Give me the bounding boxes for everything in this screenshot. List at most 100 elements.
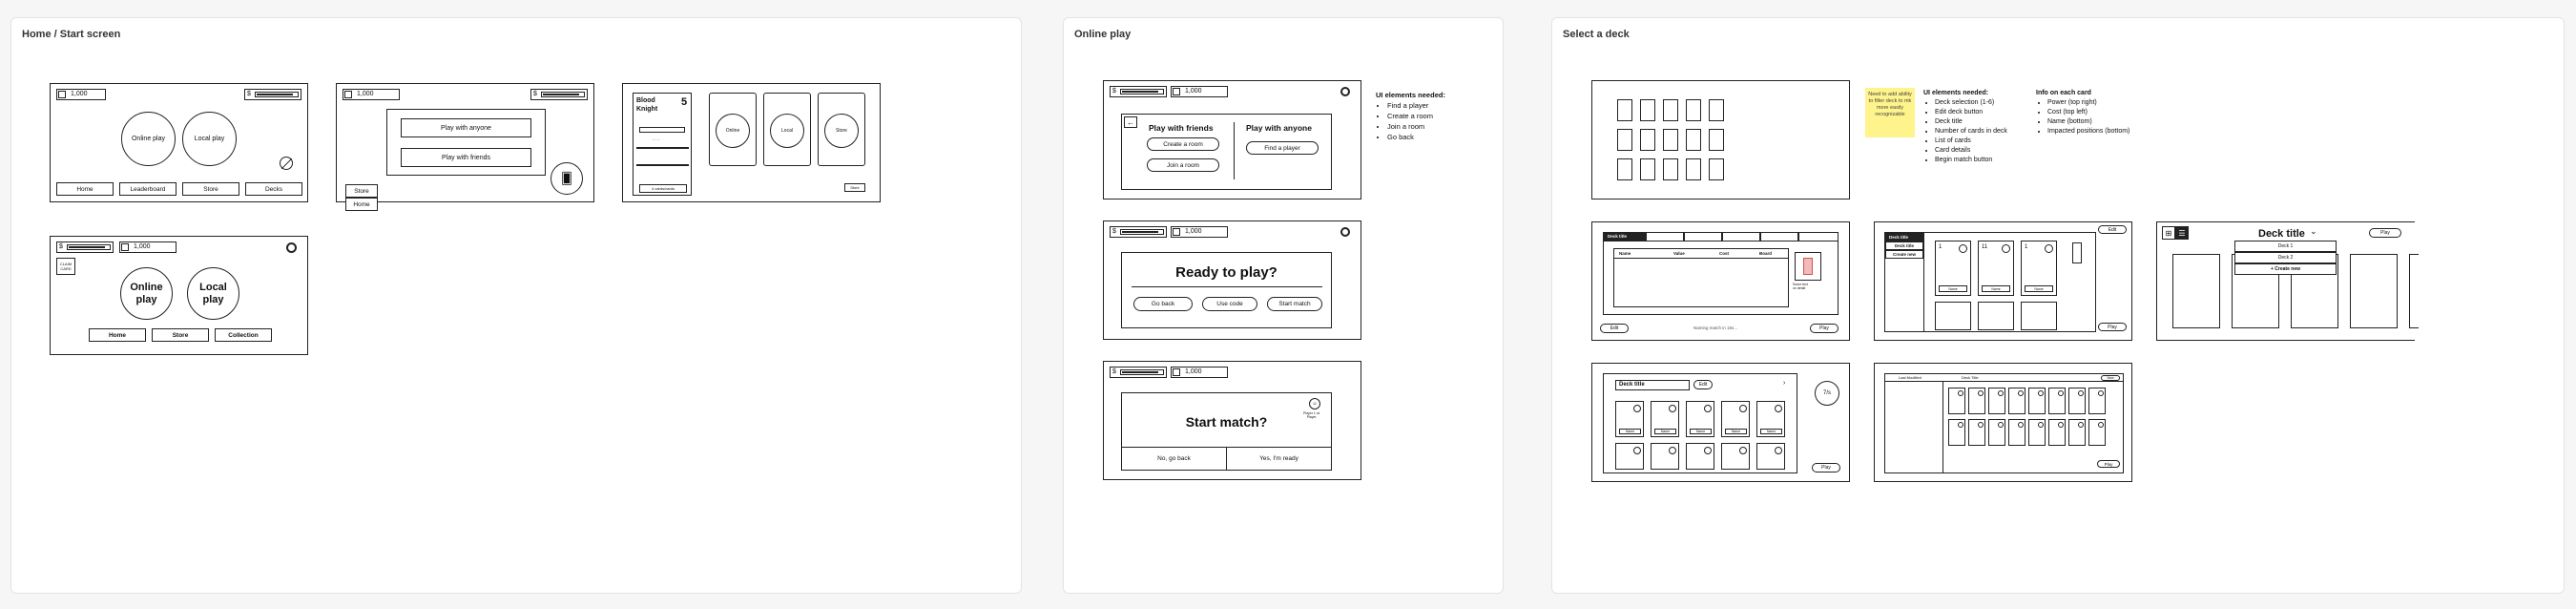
no-go-back-button[interactable]: No, go back [1121,447,1227,471]
edit-button[interactable]: Edit [2098,225,2127,234]
card[interactable] [1686,443,1714,470]
find-player-button[interactable]: Find a player [1246,141,1319,155]
nav-collection[interactable]: Collection [215,328,272,342]
store-button[interactable]: Store [824,114,859,148]
local-card[interactable]: Local [763,93,811,166]
card[interactable]: Name [1651,401,1679,437]
local-button[interactable]: Local [770,114,804,148]
no-entry-icon[interactable] [280,157,293,170]
card-slot[interactable] [1617,99,1632,121]
card-slot[interactable] [1663,158,1678,180]
card[interactable] [1988,388,2005,414]
card-slot[interactable] [1663,99,1678,121]
card[interactable] [1948,388,1965,414]
deck-tab[interactable] [1684,232,1722,242]
edit-button[interactable]: Edit [1693,380,1713,389]
card-slot[interactable] [1617,129,1632,151]
card-slot[interactable] [1640,158,1655,180]
dropdown-option[interactable]: Deck 1 [2234,241,2337,252]
chevron-down-icon[interactable]: ⌄ [2310,226,2317,236]
settings-icon[interactable] [1340,87,1350,96]
card[interactable] [2048,388,2066,414]
card-slot[interactable] [1686,158,1701,180]
card[interactable] [2048,419,2066,446]
nav-home[interactable]: Home [89,328,146,342]
card[interactable] [1988,419,2005,446]
play-friends-button[interactable]: Play with friends [401,148,531,167]
card[interactable]: Name [1721,401,1750,437]
card[interactable] [1978,302,2014,330]
card[interactable] [2028,388,2046,414]
card[interactable] [2088,388,2106,414]
go-back-button[interactable]: Go back [1133,297,1193,311]
deck-tab[interactable] [1646,232,1684,242]
card[interactable]: Name [1686,401,1714,437]
online-play-button[interactable]: Online play [121,112,176,166]
deck-title-field[interactable]: Deck title [1615,380,1690,390]
card[interactable] [2068,388,2086,414]
nav-home[interactable]: Home [56,182,114,196]
home-tab[interactable]: Home [345,198,378,211]
create-new-deck[interactable]: Create new [1885,250,1923,259]
card[interactable] [2028,419,2046,446]
back-button[interactable]: ← [1124,116,1137,128]
play-button[interactable]: Play [1812,463,1840,472]
nav-leaderboard[interactable]: Leaderboard [119,182,177,196]
card-slot[interactable] [1617,158,1632,180]
play-button[interactable]: Play [2369,228,2401,238]
card-slot[interactable] [1709,99,1724,121]
settings-icon[interactable] [286,242,297,253]
nav-store[interactable]: Store [152,328,209,342]
edit-button[interactable]: Edit [1600,324,1629,333]
dropdown-create-new[interactable]: + Create new [2234,263,2337,275]
card-slot[interactable] [1663,129,1678,151]
play-button[interactable]: Play [2098,323,2127,331]
card[interactable] [1968,419,1985,446]
scroll-control[interactable] [2072,242,2082,263]
card-slot[interactable] [1709,158,1724,180]
play-button[interactable]: Play [1810,324,1839,333]
card-slot[interactable] [1686,99,1701,121]
deck-title-dropdown[interactable]: Deck title [2258,228,2305,240]
list-view-toggle[interactable]: ☰ [2175,226,2189,240]
card[interactable] [1935,302,1971,330]
card-action-button[interactable]: 4 cards/cards [639,184,687,193]
small-store-button[interactable]: Store [844,183,865,192]
deck-tab[interactable] [1722,232,1760,242]
online-button[interactable]: Online [716,114,750,148]
store-tab[interactable]: Store [345,184,378,198]
play-button[interactable]: Play [2097,460,2120,468]
card[interactable] [2088,419,2106,446]
card[interactable] [2021,302,2057,330]
start-match-button[interactable]: Start match [1267,297,1322,311]
card[interactable] [2008,388,2025,414]
dropdown-option[interactable]: Deck 2 [2234,252,2337,263]
deck-tab-active[interactable]: Deck title [1604,233,1646,241]
local-play-button[interactable]: Local play [187,267,239,320]
local-play-button[interactable]: Local play [182,112,237,166]
deck-item[interactable]: Deck title [1885,242,1923,250]
deck-tab[interactable] [1760,232,1798,242]
store-card[interactable]: Store [818,93,865,166]
card[interactable] [1948,419,1965,446]
card[interactable] [1615,443,1644,470]
nav-decks[interactable]: Decks [245,182,302,196]
create-room-button[interactable]: Create a room [1147,137,1219,151]
use-code-button[interactable]: Use code [1202,297,1257,311]
card[interactable] [1721,443,1750,470]
card[interactable]: Name [1615,401,1644,437]
nav-store[interactable]: Store [182,182,239,196]
card[interactable] [2008,419,2025,446]
card-slot[interactable] [1640,99,1655,121]
cards-icon[interactable]: 🂠 [551,162,583,195]
deck-item-active[interactable]: Deck title [1885,233,1923,242]
grid-view-toggle[interactable]: ⊞ [2162,226,2175,240]
join-room-button[interactable]: Join a room [1147,158,1219,172]
card-slot[interactable] [1709,129,1724,151]
card[interactable] [2068,419,2086,446]
card[interactable]: Name [1756,401,1785,437]
new-deck-button[interactable]: New [2101,375,2120,381]
